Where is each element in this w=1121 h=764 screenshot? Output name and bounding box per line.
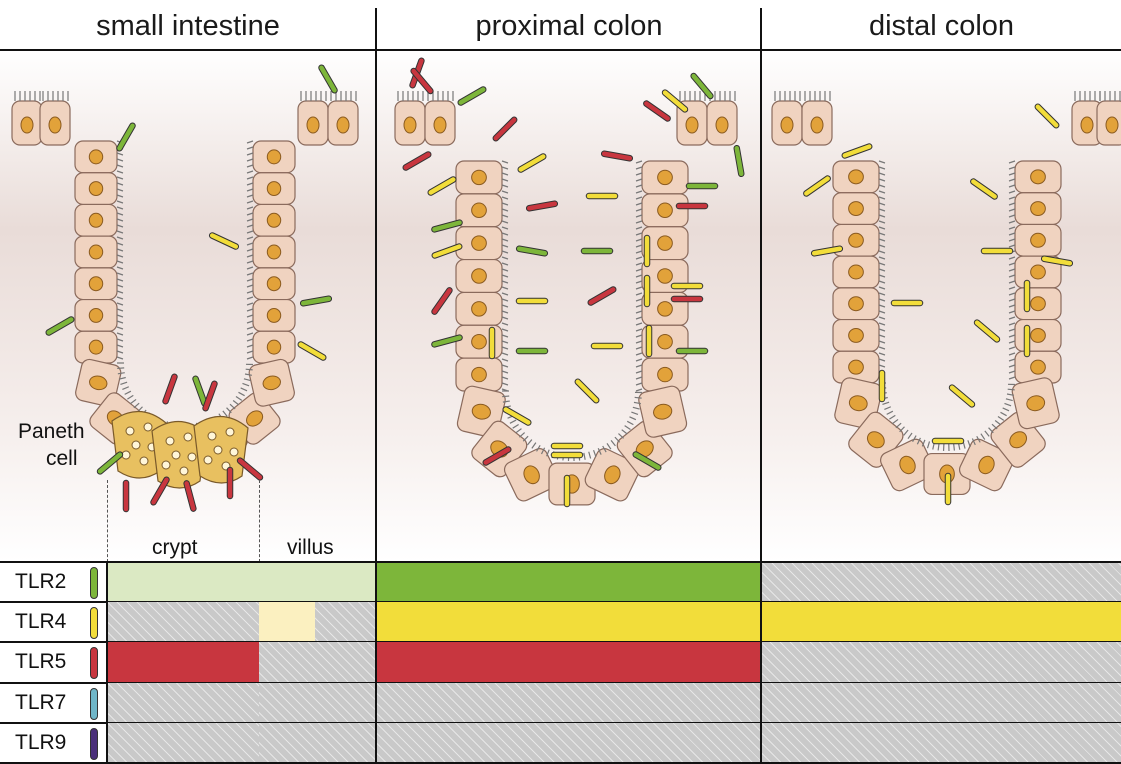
epithelial-cell — [253, 236, 295, 268]
epithelial-cell — [253, 268, 295, 300]
crypt-illustration-proximal-colon — [377, 51, 761, 561]
tlr9-distal-cell — [761, 723, 1121, 763]
table-top-line — [0, 561, 1121, 563]
epithelial-cell — [253, 173, 295, 205]
epithelial-cell — [75, 300, 117, 332]
row-label-tlr2: TLR2 — [15, 570, 66, 594]
tlr9-color-key — [90, 728, 98, 760]
tlr4-villus-cell — [259, 602, 376, 642]
row-label-tlr7: TLR7 — [15, 691, 66, 715]
epithelial-cell — [1015, 224, 1061, 256]
epithelial-cell — [1015, 320, 1061, 352]
tlr2-villus-cell — [259, 562, 376, 602]
tlr5-distal-cell — [761, 642, 1121, 682]
epithelial-cell — [75, 331, 117, 363]
epithelial-cell — [1015, 288, 1061, 320]
tlr2-distal-cell — [761, 562, 1121, 602]
epithelial-cell — [253, 204, 295, 236]
epithelial-cell — [642, 194, 688, 227]
tlr7-distal-cell — [761, 683, 1121, 723]
epithelial-cell — [253, 300, 295, 332]
epithelial-cell — [833, 256, 879, 288]
epithelial-cell — [642, 358, 688, 391]
row-label-tlr5: TLR5 — [15, 650, 66, 674]
tlr4-distal-cell — [761, 602, 1121, 642]
tlr2-crypt-cell — [107, 562, 259, 602]
column-divider-1 — [375, 8, 377, 763]
tlr5-color-key — [90, 647, 98, 679]
crypt-label: crypt — [152, 536, 198, 560]
epithelial-cell — [75, 141, 117, 173]
epithelial-cell — [1015, 351, 1061, 383]
tlr9-proximal-cell — [376, 723, 761, 763]
epithelial-cell — [833, 193, 879, 225]
epithelial-cell — [75, 268, 117, 300]
tlr7-color-key — [90, 688, 98, 720]
tlr5-villus-cell — [259, 642, 376, 682]
crypt-illustration-distal-colon — [762, 51, 1121, 561]
column-divider-2 — [760, 8, 762, 763]
header-divider — [0, 49, 1121, 51]
epithelial-cell — [456, 292, 502, 325]
epithelial-cell — [253, 141, 295, 173]
tlr7-proximal-cell — [376, 683, 761, 723]
paneth-label-line2: cell — [46, 447, 78, 471]
row-label-divider — [106, 562, 108, 763]
tlr7-villus-cell — [259, 683, 376, 723]
epithelial-cell — [833, 320, 879, 352]
epithelial-cell — [456, 227, 502, 260]
tlr7-crypt-cell — [107, 683, 259, 723]
epithelial-cell — [253, 331, 295, 363]
epithelial-cell — [75, 236, 117, 268]
paneth-label-line1: Paneth — [18, 420, 85, 444]
tlr4-proximal-cell — [376, 602, 761, 642]
tlr5-crypt-cell — [107, 642, 259, 682]
epithelial-cell — [833, 351, 879, 383]
row-label-tlr9: TLR9 — [15, 731, 66, 755]
header-distal-colon: distal colon — [762, 0, 1121, 50]
tlr2-proximal-cell — [376, 562, 761, 602]
row-label-tlr4: TLR4 — [15, 610, 66, 634]
epithelial-cell — [833, 288, 879, 320]
crypt-illustration-small-intestine — [0, 51, 376, 561]
epithelial-cell — [456, 260, 502, 293]
tlr9-crypt-cell — [107, 723, 259, 763]
tlr9-villus-cell — [259, 723, 376, 763]
epithelial-cell — [248, 358, 296, 408]
tlr5-proximal-cell — [376, 642, 761, 682]
epithelial-cell — [642, 161, 688, 194]
epithelial-cell — [75, 204, 117, 236]
epithelial-cell — [456, 194, 502, 227]
epithelial-cell — [75, 173, 117, 205]
epithelial-cell — [456, 161, 502, 194]
epithelial-cell — [1015, 161, 1061, 193]
crypt-boundary-left — [107, 480, 108, 562]
crypt-villus-boundary — [259, 480, 260, 562]
tlr4-color-key — [90, 607, 98, 639]
epithelial-cell — [456, 358, 502, 391]
header-proximal-colon: proximal colon — [377, 0, 761, 50]
header-small-intestine: small intestine — [0, 0, 376, 50]
tlr4-villus-partial-fill — [259, 602, 315, 642]
villus-label: villus — [287, 536, 334, 560]
tlr4-crypt-cell — [107, 602, 259, 642]
tlr2-color-key — [90, 567, 98, 599]
epithelial-cell — [1015, 193, 1061, 225]
epithelial-cell — [833, 161, 879, 193]
